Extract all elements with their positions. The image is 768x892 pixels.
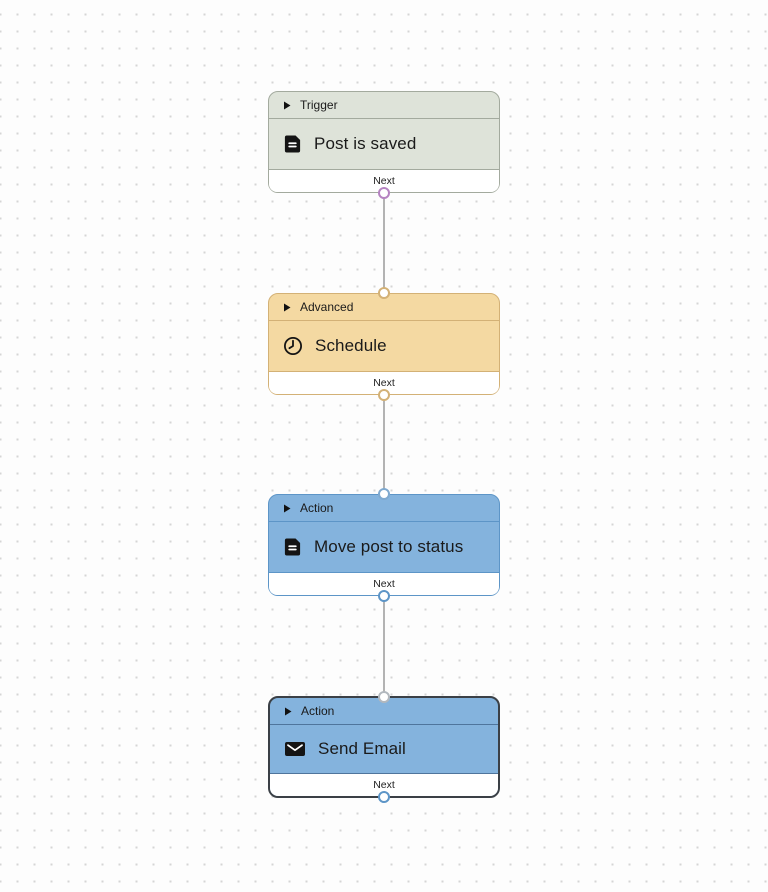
node-title: Schedule	[315, 336, 387, 355]
input-handle[interactable]	[378, 287, 390, 299]
next-label: Next	[373, 175, 395, 187]
node-title: Move post to status	[314, 537, 464, 556]
edge-connector	[383, 193, 385, 294]
node-footer: Next	[269, 371, 499, 394]
node-body[interactable]: Send Email	[270, 725, 498, 773]
envelope-icon	[284, 740, 306, 758]
node-advanced-schedule[interactable]: Advanced Schedule Next	[268, 287, 500, 401]
next-label: Next	[373, 779, 395, 791]
output-handle[interactable]	[378, 590, 390, 602]
node-header[interactable]: Action	[269, 495, 499, 522]
output-handle[interactable]	[378, 187, 390, 199]
node-header[interactable]: Advanced	[269, 294, 499, 321]
triangle-right-icon	[283, 101, 291, 110]
document-icon	[283, 537, 302, 557]
node-footer: Next	[270, 773, 498, 796]
triangle-right-icon	[283, 504, 291, 513]
node-type-label: Advanced	[300, 300, 354, 314]
node-action-send-email[interactable]: Action Send Email Next	[268, 691, 500, 803]
node-header[interactable]: Action	[270, 698, 498, 725]
node-body[interactable]: Move post to status	[269, 522, 499, 572]
node-body[interactable]: Post is saved	[269, 119, 499, 169]
node-header[interactable]: Trigger	[269, 92, 499, 119]
output-handle[interactable]	[378, 791, 390, 803]
edge-connector	[383, 595, 385, 697]
triangle-right-icon	[284, 707, 292, 716]
node-footer: Next	[269, 169, 499, 192]
node-type-label: Action	[300, 501, 334, 515]
node-title: Send Email	[318, 739, 406, 758]
input-handle[interactable]	[378, 488, 390, 500]
node-trigger-post-is-saved[interactable]: Trigger Post is saved Next	[268, 91, 500, 199]
clock-icon	[283, 336, 303, 356]
node-title: Post is saved	[314, 134, 417, 153]
input-handle[interactable]	[378, 691, 390, 703]
node-type-label: Trigger	[300, 98, 338, 112]
node-footer: Next	[269, 572, 499, 595]
triangle-right-icon	[283, 303, 291, 312]
document-icon	[283, 134, 302, 154]
next-label: Next	[373, 377, 395, 389]
node-type-label: Action	[301, 704, 335, 718]
next-label: Next	[373, 578, 395, 590]
node-body[interactable]: Schedule	[269, 321, 499, 371]
output-handle[interactable]	[378, 389, 390, 401]
node-action-move-post-to-status[interactable]: Action Move post to status Next	[268, 488, 500, 602]
edge-connector	[383, 394, 385, 495]
